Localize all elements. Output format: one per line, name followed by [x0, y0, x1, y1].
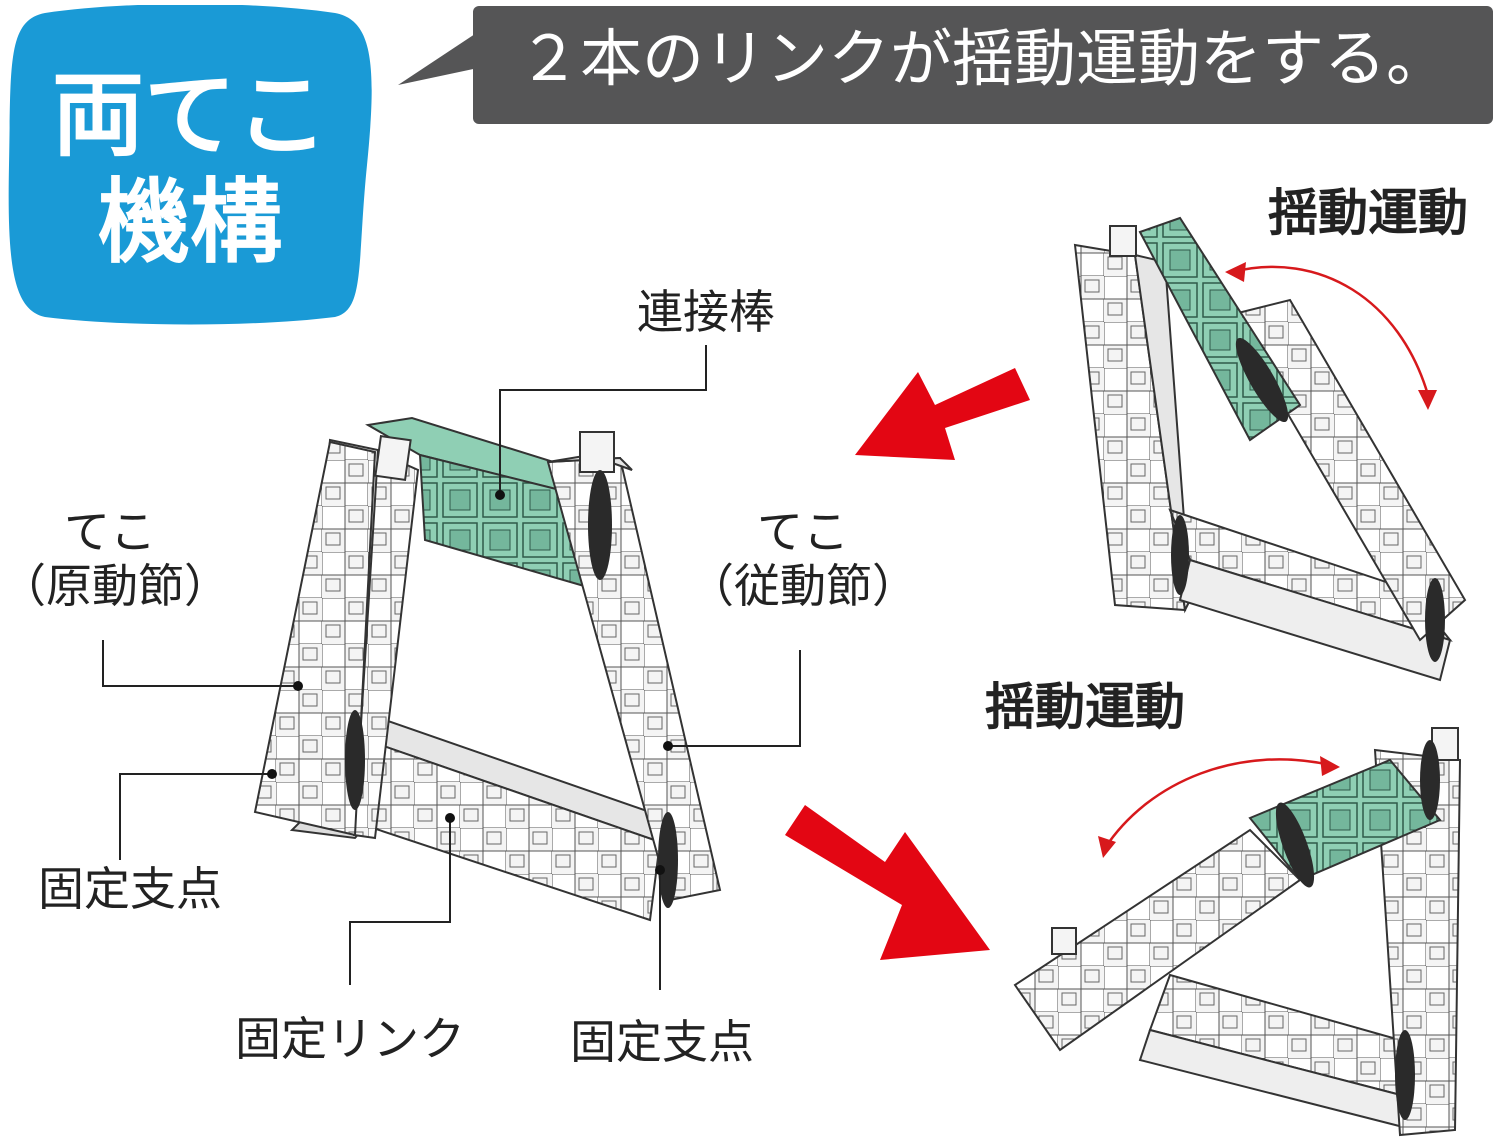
- label-driver-lever-line1: てこ: [64, 505, 156, 559]
- label-fixed-pivot-right: 固定支点: [570, 1015, 754, 1069]
- label-follower-lever-line2: （従動節）: [688, 559, 918, 614]
- badge-title-line2: 機構: [97, 169, 282, 276]
- banner-pointer: [398, 32, 478, 85]
- red-arrow-upper: [855, 368, 1030, 460]
- motion-label-lower: 揺動運動: [985, 678, 1185, 736]
- label-driver-lever-line2: （原動節）: [0, 559, 230, 614]
- red-arrow-lower: [785, 805, 990, 960]
- motion-label-upper: 揺動運動: [1268, 184, 1468, 242]
- label-fixed-link: 固定リンク: [235, 1012, 465, 1066]
- motion-arc-upper: [1231, 265, 1430, 396]
- motion-arc-lower: [1103, 758, 1331, 849]
- badge-title-line1: 両てこ: [51, 62, 328, 169]
- mechanism-badge: 両てこ 機構: [5, 4, 375, 325]
- label-follower-lever: てこ （従動節）: [688, 505, 918, 614]
- badge-shape: [8, 4, 372, 325]
- label-connecting-rod: 連接棒: [637, 285, 775, 339]
- banner-text: ２本のリンクが揺動運動をする。: [517, 22, 1448, 95]
- label-follower-lever-line1: てこ: [757, 505, 849, 559]
- label-fixed-pivot-left: 固定支点: [38, 862, 222, 916]
- motion-state-lower: [1013, 727, 1462, 1137]
- description-banner: ２本のリンクが揺動運動をする。: [473, 6, 1493, 124]
- label-driver-lever: てこ （原動節）: [0, 505, 230, 614]
- leader-lines: [102, 345, 801, 990]
- motion-state-upper: [1073, 216, 1467, 682]
- main-mechanism: [253, 416, 722, 922]
